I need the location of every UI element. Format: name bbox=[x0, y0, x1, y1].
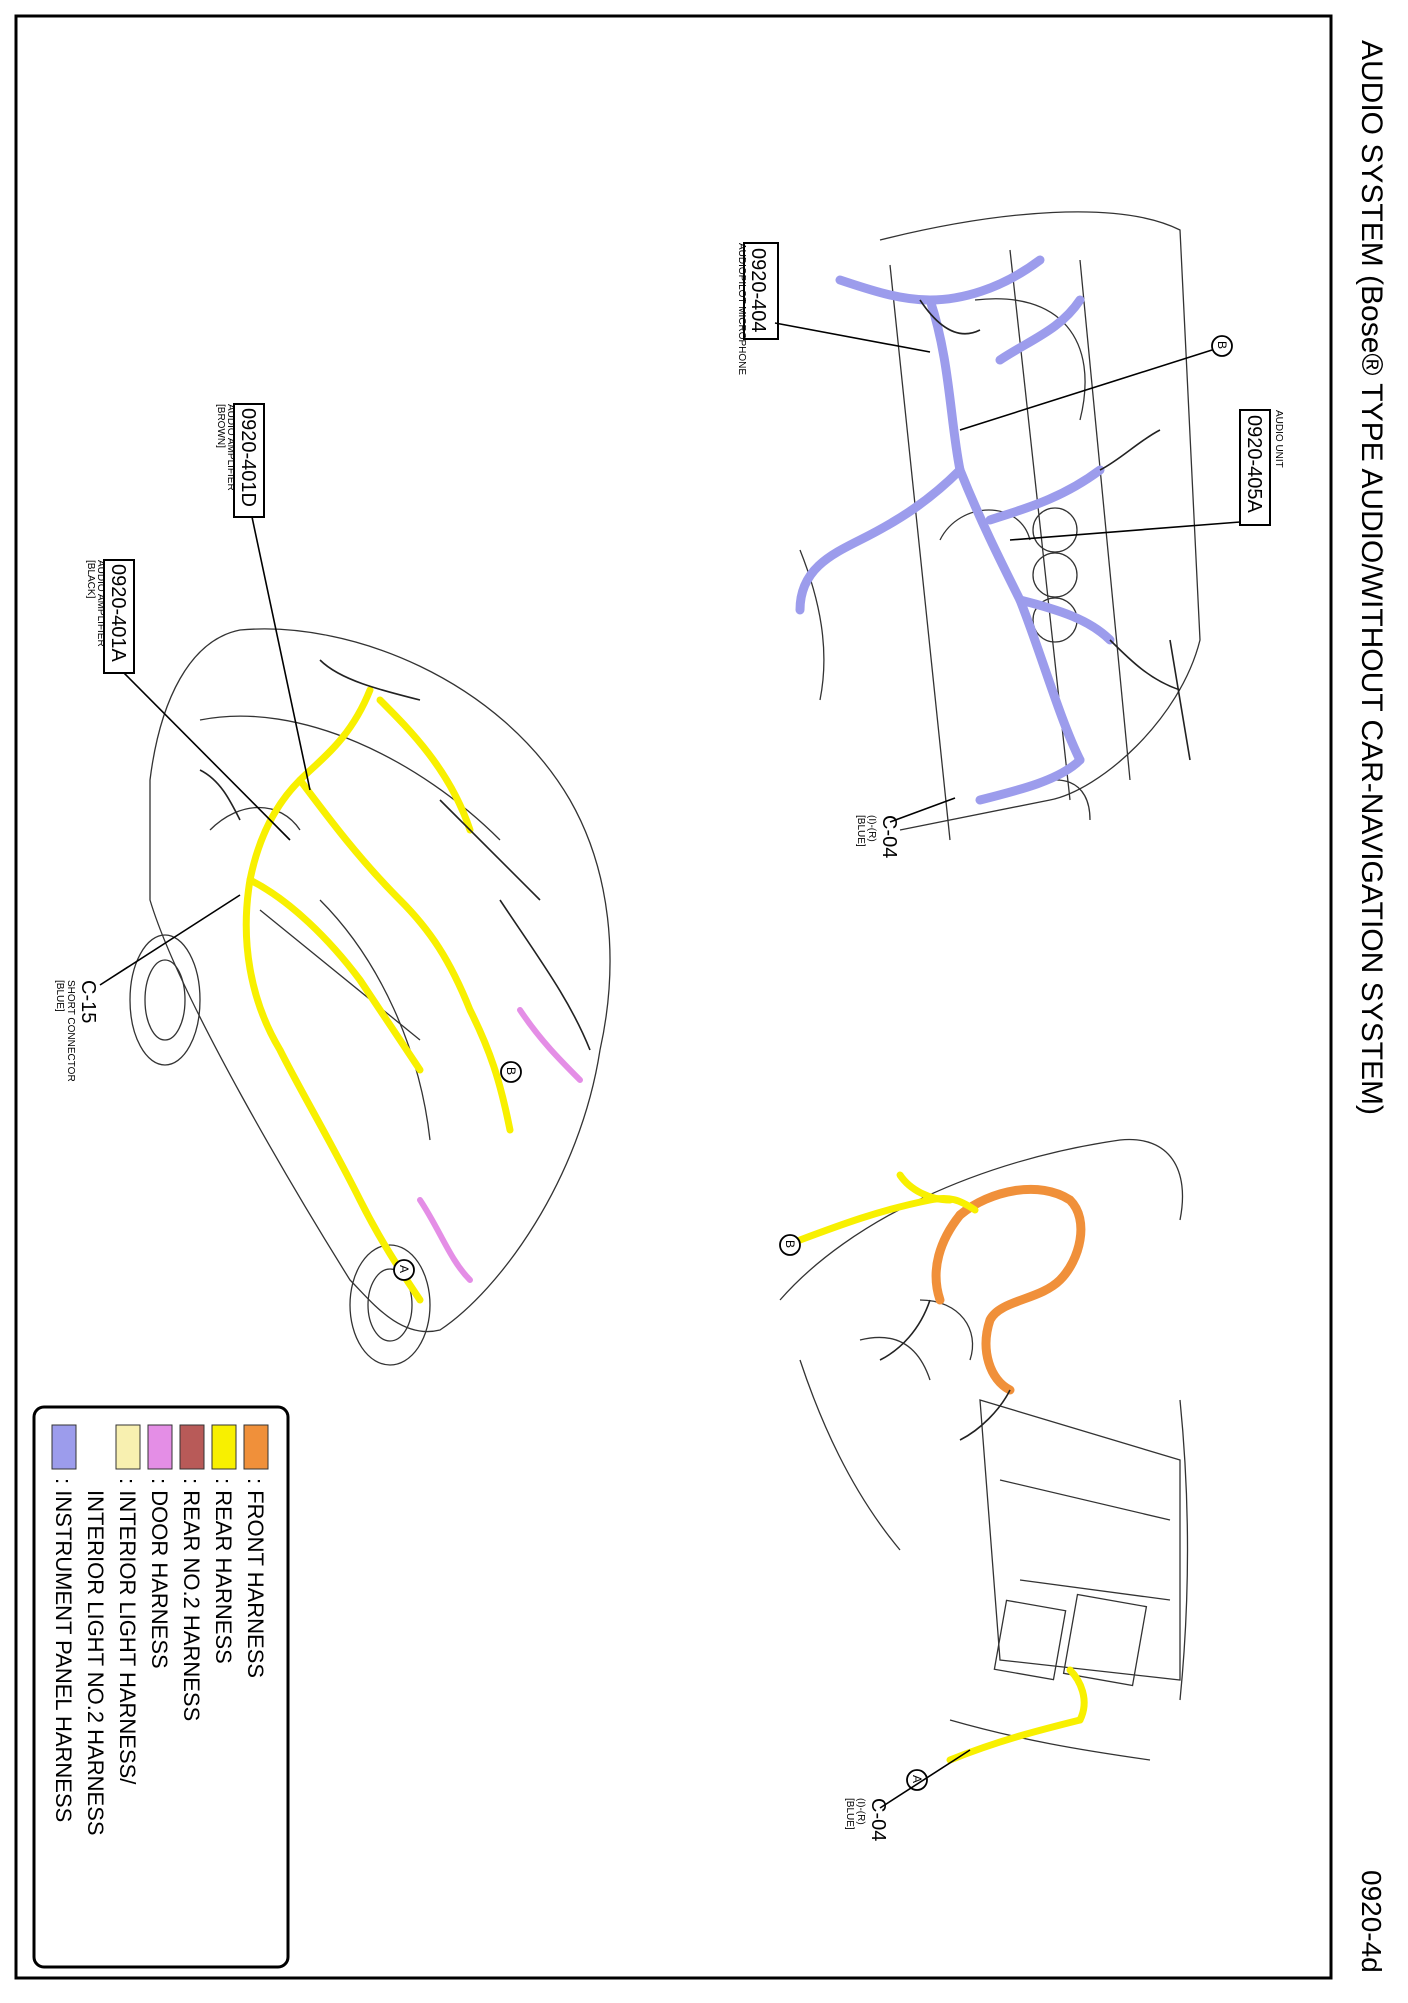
car-wires bbox=[199, 659, 591, 1051]
legend-label-3: : DOOR HARNESS bbox=[147, 1478, 172, 1669]
connector-0920-401D-desc: AUDIO AMPLIFIER bbox=[225, 404, 236, 491]
connector-0920-404: 0920-404 AUDIOPILOT MICROPHONE bbox=[736, 242, 931, 375]
connector-c-04-bottom-sub: (I)-(R) bbox=[855, 1798, 866, 1825]
harness-legend: : FRONT HARNESS : REAR HARNESS : REAR NO.2… bbox=[32, 1405, 290, 1969]
front-harness bbox=[931, 1184, 1086, 1395]
connector-0920-401D-color: [BROWN] bbox=[215, 404, 226, 448]
legend-box bbox=[32, 1405, 290, 1969]
connector-0920-405A-desc: AUDIO UNIT bbox=[1273, 410, 1284, 468]
marker-a-car-label: A bbox=[397, 1265, 411, 1273]
marker-a-car: A bbox=[393, 1259, 415, 1281]
page-frame bbox=[14, 14, 1333, 1980]
connector-c-04-top-color: [BLUE] bbox=[855, 815, 866, 847]
page-title: AUDIO SYSTEM (Bose® TYPE AUDIO/WITHOUT C… bbox=[1355, 40, 1388, 1115]
instrument-panel-drawing bbox=[799, 211, 1201, 841]
legend-swatch-1 bbox=[211, 1424, 237, 1470]
connector-c-15-code: C-15 bbox=[77, 980, 99, 1023]
marker-a-front-label: A bbox=[910, 1775, 924, 1783]
legend-label-5: : INSTRUMENT PANEL HARNESS bbox=[51, 1478, 76, 1822]
marker-b-top-label: B bbox=[1215, 341, 1229, 349]
legend-swatch-3 bbox=[147, 1424, 173, 1470]
legend-swatch-0 bbox=[243, 1424, 269, 1470]
connector-0920-401A-desc: AUDIO AMPLIFIER bbox=[95, 560, 106, 647]
legend-label-0: : FRONT HARNESS bbox=[243, 1478, 268, 1678]
legend-label-4-line2: INTERIOR LIGHT NO.2 HARNESS bbox=[83, 1490, 108, 1836]
connector-c-04-bottom-code: C-04 bbox=[867, 1798, 889, 1841]
connector-0920-401A-color: [BLACK] bbox=[85, 560, 96, 599]
connector-c-04-bottom: C-04 (I)-(R) [BLUE] bbox=[844, 1749, 971, 1841]
connector-0920-401A: 0920-401A AUDIO AMPLIFIER [BLACK] bbox=[85, 559, 291, 841]
connector-0920-401D: 0920-401D AUDIO AMPLIFIER [BROWN] bbox=[215, 403, 311, 791]
rear-harness bbox=[242, 686, 514, 1304]
marker-b-car-label: B bbox=[504, 1067, 518, 1075]
legend-swatch-2 bbox=[179, 1424, 205, 1470]
legend-swatch-5 bbox=[51, 1424, 77, 1470]
front-rear-harness bbox=[796, 1171, 1088, 1764]
connector-c-15-color: [BLUE] bbox=[54, 980, 65, 1012]
connector-0920-401D-code: 0920-401D bbox=[237, 408, 259, 507]
legend-label-2: : REAR NO.2 HARNESS bbox=[179, 1478, 204, 1721]
connector-0920-404-desc: AUDIOPILOT MICROPHONE bbox=[736, 243, 747, 375]
marker-a-front: A bbox=[906, 1769, 928, 1791]
marker-b-front: B bbox=[779, 1234, 801, 1256]
marker-b-front-label: B bbox=[783, 1240, 797, 1248]
instrument-panel-harness bbox=[795, 255, 1115, 805]
legend-label-1: : REAR HARNESS bbox=[211, 1478, 236, 1664]
car-body-drawing bbox=[129, 628, 611, 1366]
instrument-panel-wires bbox=[919, 299, 1191, 761]
connector-0920-405A: 0920-405A AUDIO UNIT bbox=[1009, 409, 1284, 541]
connector-c-04-top-code: C-04 bbox=[878, 815, 900, 858]
connector-0920-401A-code: 0920-401A bbox=[107, 564, 129, 663]
connector-c-04-bottom-color: [BLUE] bbox=[844, 1798, 855, 1830]
connector-0920-404-code: 0920-404 bbox=[747, 248, 769, 333]
legend-label-4: : INTERIOR LIGHT HARNESS/ bbox=[115, 1478, 140, 1785]
connector-c-15: C-15 SHORT CONNECTOR [BLUE] bbox=[54, 894, 241, 1082]
connector-c-04-top-sub: (I)-(R) bbox=[866, 815, 877, 842]
legend-items: : FRONT HARNESS : REAR HARNESS : REAR NO.2… bbox=[51, 1424, 269, 1836]
steering-area-drawing bbox=[779, 1138, 1189, 1761]
legend-swatch-4 bbox=[115, 1424, 141, 1470]
marker-b-car: B bbox=[500, 1061, 522, 1083]
connector-c-04-top: C-04 (I)-(R) [BLUE] bbox=[855, 797, 956, 858]
door-harness bbox=[417, 1007, 583, 1283]
marker-b-top: B bbox=[959, 335, 1233, 431]
connector-c-15-desc: SHORT CONNECTOR bbox=[65, 980, 76, 1082]
page-number: 0920-4d bbox=[1356, 1870, 1387, 1973]
front-wires bbox=[879, 1299, 1011, 1441]
connector-0920-405A-code: 0920-405A bbox=[1243, 415, 1265, 514]
